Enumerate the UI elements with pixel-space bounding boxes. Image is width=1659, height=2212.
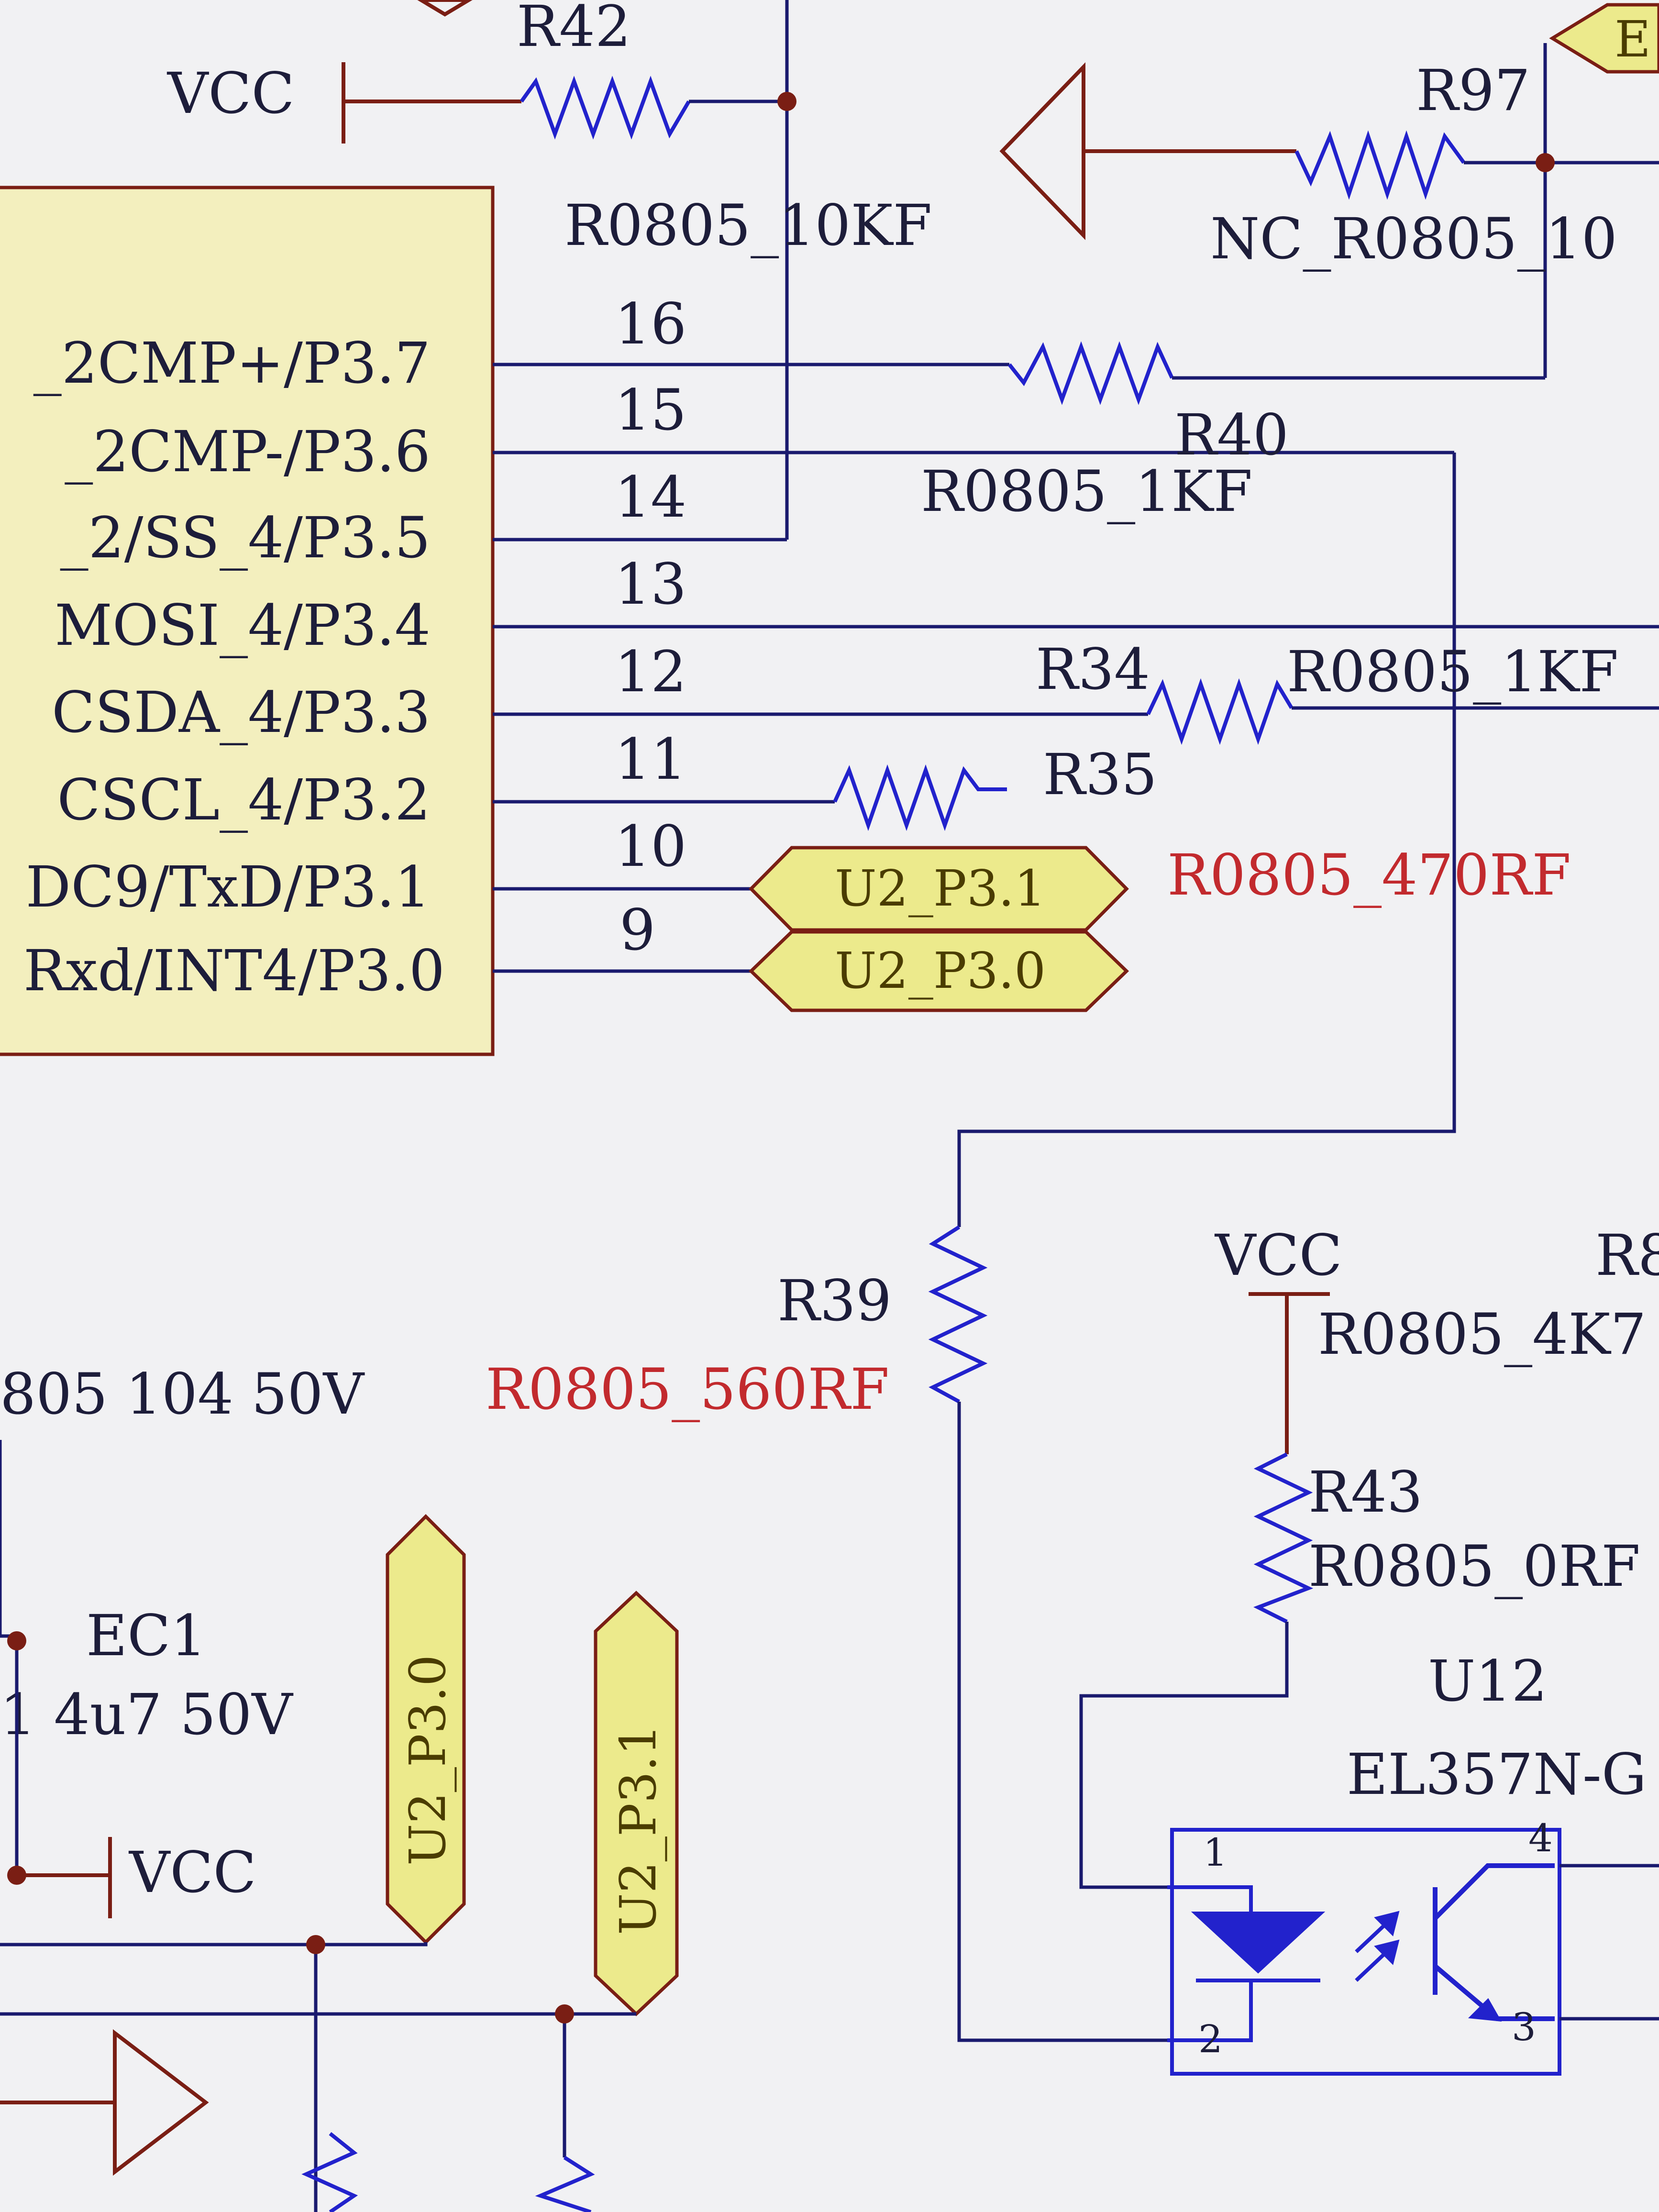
r39-resistor — [928, 1225, 988, 1404]
ec1-value: 1 4u7 50V — [0, 1681, 293, 1747]
cap-value: 805 104 50V — [0, 1361, 365, 1427]
r39-value: R0805_560RF — [486, 1356, 889, 1422]
vport-p30-junction — [306, 1935, 325, 1954]
vcc-bottom-symbol — [17, 1837, 112, 1918]
mcu-pin-lines — [493, 363, 1659, 973]
u12-value: EL357N-G — [1347, 1741, 1647, 1807]
port-u2-p31 — [749, 846, 1129, 932]
r40-resistor — [1007, 341, 1174, 405]
ec1-ref: EC1 — [86, 1603, 207, 1669]
r34-resistor — [1146, 678, 1294, 745]
r97-value: NC_R0805_10 — [1210, 206, 1617, 272]
r42-resistor — [520, 76, 691, 140]
top-left-arrow-symbol — [417, 0, 473, 17]
mcu-pin-number-12: 12 — [615, 639, 686, 705]
mcu-pin-number-16: 16 — [615, 291, 686, 357]
r35-resistor — [833, 764, 1007, 831]
cap-left-wire — [0, 1440, 19, 1875]
r43-value: R0805_0RF — [1308, 1533, 1640, 1599]
vcc-bottom-label: VCC — [128, 1839, 256, 1905]
optocoupler-pin4: 4 — [1528, 1816, 1553, 1860]
r35-ref: R35 — [1043, 741, 1157, 807]
mcu-pin-name-p34: MOSI_4/P3.4 — [55, 592, 431, 658]
r43-ref: R43 — [1308, 1459, 1423, 1525]
r42-junction — [777, 92, 796, 111]
r42-ref: R42 — [517, 0, 631, 59]
optocoupler-pin1: 1 — [1203, 1830, 1228, 1875]
r43-resistor — [1253, 1452, 1314, 1624]
vcc-mid-label: VCC — [1214, 1222, 1342, 1288]
vcc-top-symbol — [342, 62, 521, 144]
r-4k7-value: R0805_4K7 — [1318, 1301, 1646, 1367]
mcu-pin-name-p31: DC9/TxD/P3.1 — [26, 854, 431, 920]
mcu-pin-name-p32: CSCL_4/P3.2 — [57, 767, 431, 833]
cap-junction-upper — [7, 1631, 26, 1650]
optocoupler-pin3: 3 — [1512, 2005, 1536, 2049]
mcu-pin-number-13: 13 — [615, 551, 686, 617]
mcu-pin-name-p35: _2/SS_4/P3.5 — [60, 505, 431, 571]
bottom-resistor-right — [535, 2156, 595, 2212]
mcu-pin-number-11: 11 — [615, 726, 686, 792]
mcu-chip-body — [0, 186, 495, 1056]
r42-value: R0805_10KF — [564, 192, 932, 258]
r34-value: R0805_1KF — [1287, 639, 1618, 705]
top-right-port-tag — [1549, 3, 1659, 74]
ground-triangle-bottom — [113, 2029, 209, 2176]
mcu-pin-name-p36: _2CMP-/P3.6 — [65, 419, 431, 485]
mcu-pin-number-10: 10 — [615, 813, 686, 879]
u12-ref: U12 — [1428, 1648, 1548, 1714]
optocoupler-pin2: 2 — [1198, 2017, 1223, 2061]
r97-resistor — [1294, 130, 1466, 200]
r97-ref: R97 — [1416, 57, 1530, 123]
port-u2-p31-label: U2_P3.1 — [835, 859, 1046, 918]
vcc-top-label: VCC — [166, 60, 295, 126]
r39-wire-to-opto — [957, 1402, 1167, 2042]
r43-wire-to-opto — [1079, 1622, 1289, 1889]
port-u2-p30 — [748, 930, 1129, 1012]
vcc-mid-symbol — [1249, 1292, 1330, 1454]
mcu-pin-number-15: 15 — [615, 377, 686, 443]
vport-p31-junction — [555, 2004, 574, 2024]
r42-wire — [689, 0, 789, 103]
r97-junction — [1536, 153, 1555, 172]
vport-u2-p31-label: U2_P3.1 — [609, 1724, 667, 1935]
mcu-pin-name-p30: Rxd/INT4/P3.0 — [23, 938, 445, 1004]
vport-u2-p30-label: U2_P3.0 — [398, 1655, 457, 1866]
mcu-pin-name-p37: _2CMP+/P3.7 — [33, 330, 431, 396]
optocoupler-led-diode — [1167, 1885, 1326, 2042]
r40-ref: R40 — [1174, 402, 1289, 468]
optocoupler-phototransistor — [1433, 1863, 1555, 2022]
pin15-wire-to-r39 — [957, 453, 1456, 1227]
mcu-pin-number-14: 14 — [615, 464, 686, 530]
r35-value: R0805_470RF — [1167, 842, 1571, 908]
r40-value: R0805_1KF — [921, 458, 1252, 524]
bottom-resistor-left — [301, 2132, 358, 2212]
r8-ref: R8 — [1595, 1222, 1659, 1288]
optocoupler-u12-body — [1170, 1828, 1561, 2076]
r34-ref: R34 — [1036, 636, 1150, 702]
r39-ref: R39 — [777, 1268, 892, 1334]
top-right-port-tag-label: E — [1615, 10, 1651, 68]
vport-p30-wire — [0, 1942, 428, 1947]
optocoupler-light-arrows — [1355, 1911, 1400, 1982]
port-u2-p30-label: U2_P3.0 — [835, 941, 1046, 1000]
mcu-pin-number-9: 9 — [619, 897, 655, 963]
mcu-pin-name-p33: CSDA_4/P3.3 — [52, 679, 431, 745]
ground-triangle-top — [999, 62, 1085, 240]
